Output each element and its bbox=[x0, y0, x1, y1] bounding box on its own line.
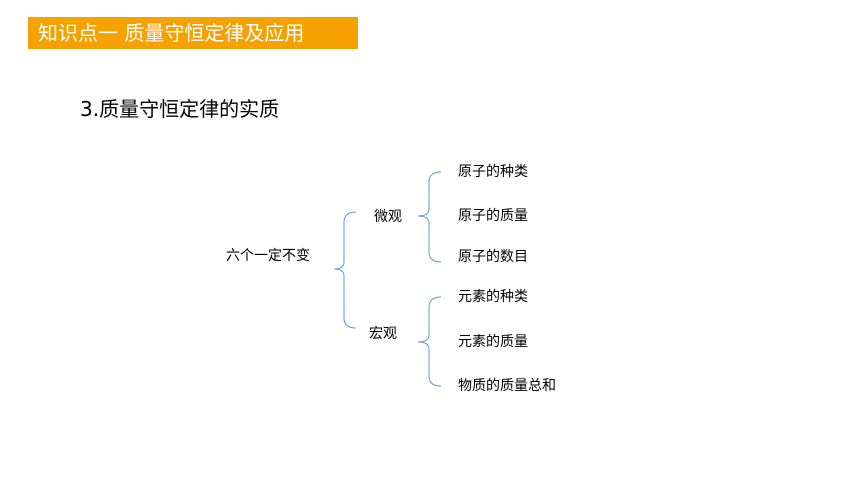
macro-item-element-kind: 元素的种类 bbox=[458, 289, 528, 305]
header-bar: 知识点一 质量守恒定律及应用 bbox=[28, 17, 358, 49]
macro-bracket bbox=[417, 296, 442, 387]
micro-item-atom-count: 原子的数目 bbox=[458, 249, 528, 265]
branch-macro: 宏观 bbox=[369, 326, 397, 342]
micro-item-atom-mass: 原子的质量 bbox=[458, 208, 528, 224]
macro-item-total-mass: 物质的质量总和 bbox=[458, 378, 556, 394]
macro-item-element-mass: 元素的质量 bbox=[458, 334, 528, 350]
header-title: 知识点一 质量守恒定律及应用 bbox=[38, 21, 305, 45]
micro-item-atom-kind: 原子的种类 bbox=[458, 164, 528, 180]
section-title: 3.质量守恒定律的实质 bbox=[80, 97, 280, 121]
root-bracket bbox=[333, 211, 357, 329]
branch-micro: 微观 bbox=[374, 209, 402, 225]
root-node: 六个一定不变 bbox=[226, 248, 310, 264]
micro-bracket bbox=[417, 171, 442, 263]
